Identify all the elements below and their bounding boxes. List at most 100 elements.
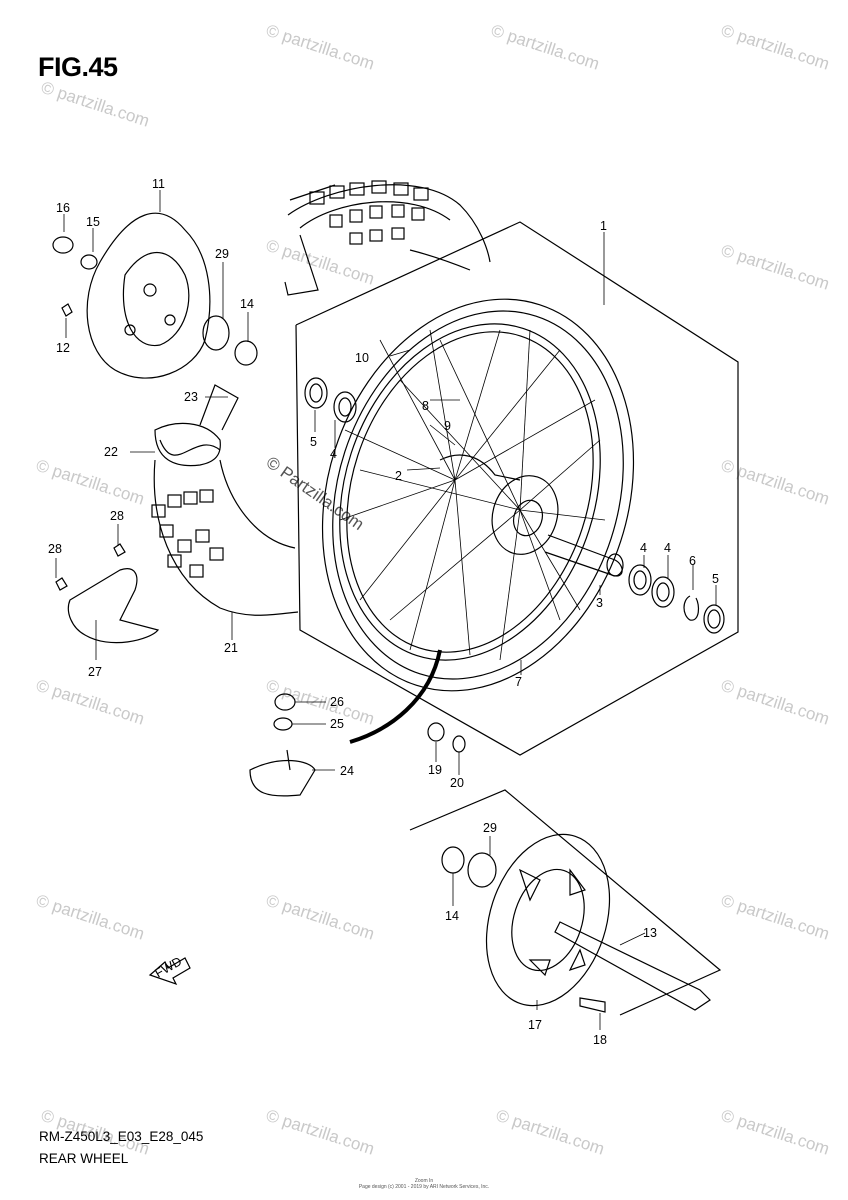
watermark: © partzilla.com (34, 456, 147, 509)
brake-disc (86, 212, 211, 379)
watermark-layer: © partzilla.com © partzilla.com © partzi… (34, 21, 832, 1159)
callout-21: 21 (224, 641, 238, 655)
fwd-arrow (148, 957, 191, 986)
exploded-box (295, 221, 739, 756)
watermark: © partzilla.com (494, 1106, 607, 1159)
zoom-in-link[interactable]: Zoom In (414, 1178, 434, 1184)
callout-13: 13 (643, 926, 657, 940)
seal-5-left (304, 377, 328, 409)
watermark: © partzilla.com (34, 891, 147, 944)
sprocket-17 (485, 833, 611, 1007)
watermark: © partzilla.com (39, 78, 152, 131)
seal-5-right-inner (707, 609, 721, 629)
guard-27 (67, 568, 160, 644)
callout-28: 28 (48, 542, 62, 556)
model-code: RM-Z450L3_E03_E28_045 (39, 1129, 204, 1144)
callout-29: 29 (483, 821, 497, 835)
spacer-14b (441, 846, 465, 874)
callout-6: 6 (689, 554, 696, 568)
watermark-center: © Partzilla.com (263, 453, 368, 534)
collar-29b (467, 852, 497, 888)
hub (439, 454, 624, 577)
watermark: © partzilla.com (264, 1106, 377, 1159)
watermark: © partzilla.com (264, 21, 377, 74)
callout-8: 8 (422, 399, 429, 413)
callout-3: 3 (596, 596, 603, 610)
bearing-4a-inner (633, 570, 647, 590)
callout-23: 23 (184, 390, 198, 404)
callout-4: 4 (640, 541, 647, 555)
callout-11: 11 (152, 177, 165, 191)
bearing-4a (628, 564, 652, 596)
bearing-4b-inner (656, 582, 670, 602)
watermark: © partzilla.com (719, 1106, 832, 1159)
collar-29 (202, 315, 230, 351)
bearing-4-left-inner (338, 397, 352, 417)
nut-16 (52, 236, 74, 254)
watermark: © partzilla.com (719, 891, 832, 944)
tube-and-band (151, 384, 299, 616)
tire-top (284, 180, 491, 296)
watermark: © partzilla.com (719, 241, 832, 294)
seal-5-right (703, 604, 725, 634)
callout-18: 18 (593, 1033, 607, 1047)
washer-25 (273, 717, 293, 731)
washer-15 (80, 254, 98, 270)
fwd-label: FWD (153, 954, 185, 980)
watermark: © partzilla.com (34, 676, 147, 729)
sprocket-box (409, 789, 722, 1016)
callout-labels: 1 2 3 4 4 4 5 5 6 7 8 9 10 11 12 13 14 1… (48, 177, 719, 1047)
callout-9: 9 (444, 419, 451, 433)
callout-17: 17 (528, 1018, 542, 1032)
leader-lines (55, 190, 717, 1030)
bolt-28a (55, 577, 68, 591)
rim-spokes (321, 298, 635, 692)
circlip-6 (683, 595, 700, 621)
watermark: © partzilla.com (489, 21, 602, 74)
bearing-4-left (333, 391, 357, 423)
callout-26: 26 (330, 695, 344, 709)
watermark: © partzilla.com (719, 456, 832, 509)
callout-4: 4 (664, 541, 671, 555)
callout-22: 22 (104, 445, 118, 459)
callout-2: 2 (395, 469, 402, 483)
callout-25: 25 (330, 717, 344, 731)
section-name: REAR WHEEL (39, 1151, 129, 1166)
callout-14: 14 (240, 297, 254, 311)
callout-24: 24 (340, 764, 354, 778)
callout-20: 20 (450, 776, 464, 790)
callout-14: 14 (445, 909, 459, 923)
watermark: © partzilla.com (719, 676, 832, 729)
callout-19: 19 (428, 763, 442, 777)
callout-4: 4 (330, 447, 337, 461)
bolt-12 (61, 303, 73, 317)
valve-stem (349, 649, 442, 744)
copyright-notice: Zoom In Page design (c) 2001 - 2019 by A… (0, 1178, 848, 1190)
bearing-4b (651, 576, 675, 608)
watermark: © partzilla.com (264, 891, 377, 944)
seal-5-left-inner (309, 383, 323, 403)
callout-15: 15 (86, 215, 100, 229)
callout-5: 5 (712, 572, 719, 586)
axle-13 (554, 921, 711, 1011)
callout-16: 16 (56, 201, 70, 215)
callout-5: 5 (310, 435, 317, 449)
callout-29: 29 (215, 247, 229, 261)
callout-12: 12 (56, 341, 70, 355)
callout-28: 28 (110, 509, 124, 523)
callout-1: 1 (600, 219, 607, 233)
spacer-14 (234, 340, 258, 366)
callout-7: 7 (515, 675, 522, 689)
nut-19 (427, 722, 445, 742)
watermark: © partzilla.com (719, 21, 832, 74)
bolt-18 (579, 997, 606, 1013)
callout-10: 10 (355, 351, 369, 365)
valve-24 (249, 759, 316, 797)
figure-title: FIG.45 (38, 52, 118, 82)
drawing-layer (52, 180, 739, 1030)
callout-27: 27 (88, 665, 102, 679)
copyright-text: Page design (c) 2001 - 2019 by ARI Netwo… (358, 1184, 490, 1190)
washer-20 (452, 735, 466, 753)
bolt-28b (113, 543, 126, 557)
